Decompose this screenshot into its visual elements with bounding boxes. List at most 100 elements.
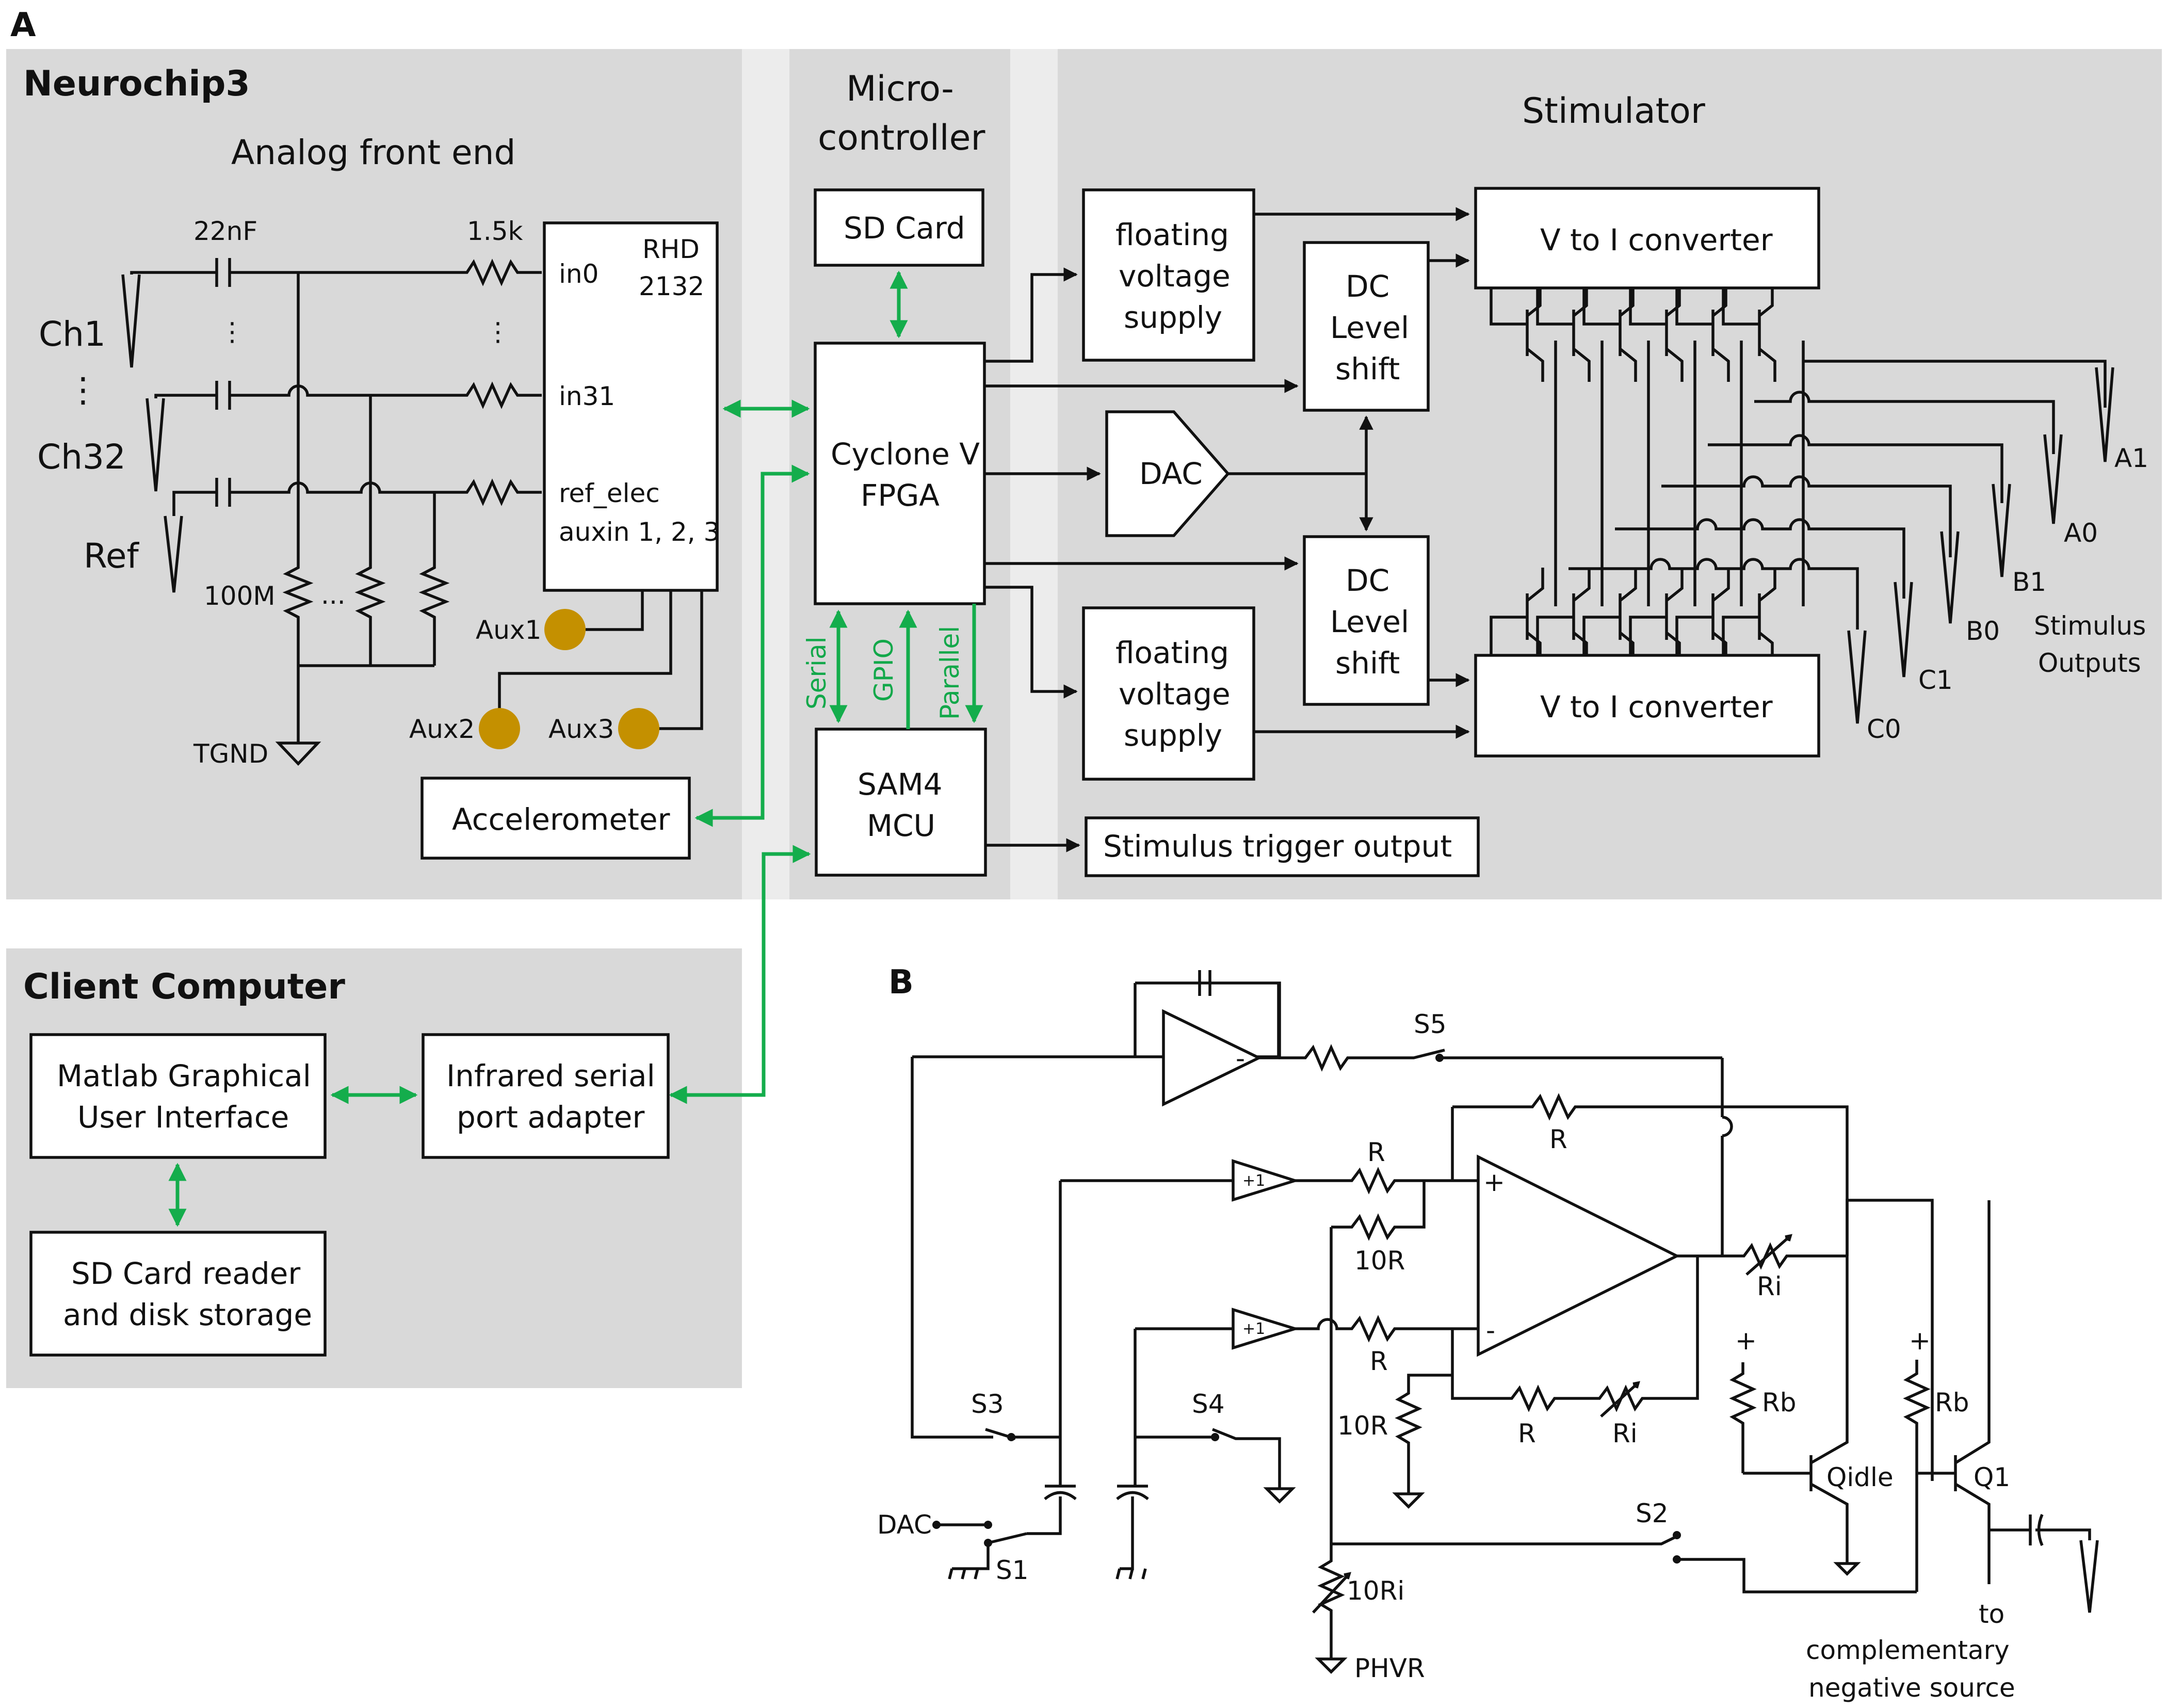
electrode-c1 bbox=[1894, 582, 1913, 678]
ref-cap bbox=[215, 478, 231, 507]
micro-title-line2: controller bbox=[818, 118, 985, 158]
circuit-rb-q1: Rb bbox=[1935, 1388, 1969, 1417]
circuit-10ri: 10Ri bbox=[1347, 1576, 1404, 1606]
circuit-r-minus: R bbox=[1370, 1346, 1388, 1376]
circuit-ri-out: Ri bbox=[1757, 1271, 1782, 1301]
circuit-s2: S2 bbox=[1636, 1498, 1669, 1528]
electrode-a1 bbox=[2095, 367, 2114, 462]
wire-fpga-fvs-top bbox=[984, 267, 1078, 363]
electrode-a0 bbox=[2043, 434, 2063, 524]
circuit-plus-qidle: + bbox=[1735, 1326, 1757, 1356]
fpga-line2: FPGA bbox=[861, 478, 940, 513]
circuit-rb-qidle: Rb bbox=[1762, 1388, 1796, 1417]
gpio-label: GPIO bbox=[869, 638, 899, 702]
vtoi-bottom-label: V to I converter bbox=[1540, 689, 1773, 724]
micro-title-line1: Micro- bbox=[846, 69, 954, 109]
circuit-to-line2: complementary bbox=[1806, 1635, 2010, 1665]
stim-dac-label: DAC bbox=[1139, 456, 1203, 491]
fvs-bottom-box bbox=[1082, 606, 1255, 781]
tgnd-label: TGND bbox=[193, 739, 268, 769]
mcu-box bbox=[815, 728, 987, 877]
s2-dot-a bbox=[1673, 1531, 1681, 1539]
circuit-to-line1: to bbox=[1979, 1599, 2004, 1629]
pulldown-ch1 bbox=[282, 272, 314, 666]
afe-title: Analog front end bbox=[231, 133, 515, 172]
dc-level-shift-top bbox=[1303, 241, 1430, 412]
trigger-output-box bbox=[1085, 816, 1480, 877]
ch-vdots-res: ⋮ bbox=[485, 317, 511, 347]
circuit-q1: Q1 bbox=[1974, 1462, 2010, 1492]
fvs-top-line1: floating bbox=[1115, 217, 1229, 252]
s1-dot-a bbox=[984, 1521, 992, 1529]
ch-vdots-cap: ⋮ bbox=[219, 317, 245, 347]
rhd-in31: in31 bbox=[559, 381, 615, 411]
electrode-b0 bbox=[1940, 531, 1960, 624]
matlab-gui-box bbox=[29, 1033, 327, 1159]
rhd-in0: in0 bbox=[559, 259, 599, 289]
link-ir-mcu bbox=[669, 845, 811, 1104]
fpga-box bbox=[814, 342, 986, 605]
accelerometer-box bbox=[421, 777, 691, 860]
output-a0-label: A0 bbox=[2064, 518, 2098, 548]
client-title: Client Computer bbox=[23, 966, 345, 1007]
dc-bottom-line3: shift bbox=[1335, 646, 1400, 681]
stim-outputs-line1: Stimulus bbox=[2034, 611, 2146, 641]
circuit-r-bottom: R bbox=[1518, 1419, 1536, 1448]
ch32-cap bbox=[215, 381, 231, 410]
trigger-output-label: Stimulus trigger output bbox=[1103, 829, 1452, 864]
matlab-line1: Matlab Graphical bbox=[57, 1058, 311, 1093]
neurochip-title: Neurochip3 bbox=[23, 63, 250, 104]
circuit-10r-ground: 10R bbox=[1337, 1411, 1388, 1441]
tgnd-bus bbox=[297, 664, 434, 743]
fvs-top-box bbox=[1082, 188, 1255, 362]
parallel-label: Parallel bbox=[935, 626, 965, 720]
output-a1-label: A1 bbox=[2114, 443, 2148, 473]
circuit-to-line3: negative source bbox=[1808, 1673, 2015, 1703]
output-b1-label: B1 bbox=[2012, 567, 2046, 597]
wire-fpga-fvs-bottom bbox=[984, 586, 1078, 699]
dac-in-dot bbox=[932, 1521, 941, 1529]
fvs-bottom-line1: floating bbox=[1115, 635, 1229, 670]
aux1-wire bbox=[586, 590, 644, 631]
circuit-r-plus: R bbox=[1367, 1137, 1385, 1167]
rhd2132-chip bbox=[543, 221, 719, 592]
ch1-label: Ch1 bbox=[39, 314, 106, 354]
ch1-wire bbox=[130, 259, 542, 286]
s4-dot bbox=[1211, 1433, 1219, 1441]
link-accel-fpga bbox=[694, 464, 810, 827]
fvs-bottom-line3: supply bbox=[1124, 718, 1222, 753]
stim-title: Stimulator bbox=[1522, 91, 1705, 132]
mcu-line2: MCU bbox=[867, 808, 935, 843]
fvs-top-line3: supply bbox=[1124, 300, 1222, 335]
panel-label-a: A bbox=[10, 6, 36, 44]
ch1-cap bbox=[215, 258, 231, 287]
ch32-label: Ch32 bbox=[37, 437, 126, 477]
circuit-buf-minus: +1 bbox=[1242, 1320, 1265, 1338]
aux1-label: Aux1 bbox=[476, 615, 541, 645]
circuit-s1: S1 bbox=[996, 1555, 1029, 1585]
electrode-ch1 bbox=[121, 274, 141, 368]
sd-reader-line1: SD Card reader bbox=[71, 1256, 300, 1291]
circuit-dac: DAC bbox=[877, 1510, 932, 1540]
matlab-line2: User Interface bbox=[77, 1100, 289, 1135]
rhd-line2: 2132 bbox=[639, 271, 704, 301]
vtoi-top-box bbox=[1474, 187, 1820, 289]
rhd-line1: RHD bbox=[642, 234, 700, 264]
circuit-s5: S5 bbox=[1414, 1009, 1447, 1039]
ch32-wire bbox=[154, 381, 542, 409]
circuit-plus-q1: + bbox=[1909, 1326, 1931, 1356]
dc-bottom-line2: Level bbox=[1330, 604, 1409, 639]
fpga-line1: Cyclone V bbox=[831, 437, 980, 472]
sd-reader-line2: and disk storage bbox=[63, 1297, 312, 1332]
rhd-ref-elec: ref_elec bbox=[559, 478, 660, 508]
electrode-c0 bbox=[1847, 630, 1867, 724]
dc-top-line1: DC bbox=[1346, 269, 1389, 304]
circuit-ri-bottom: Ri bbox=[1612, 1419, 1638, 1448]
dc-bottom-line1: DC bbox=[1346, 563, 1389, 598]
transistor-array bbox=[1490, 288, 2107, 655]
s2-dot-b bbox=[1673, 1555, 1681, 1564]
stim-outputs-line2: Outputs bbox=[2038, 648, 2141, 678]
s5-dot bbox=[1435, 1054, 1444, 1062]
res-100m-label: 100M bbox=[204, 581, 276, 611]
circuit-wiring bbox=[911, 970, 2099, 1674]
